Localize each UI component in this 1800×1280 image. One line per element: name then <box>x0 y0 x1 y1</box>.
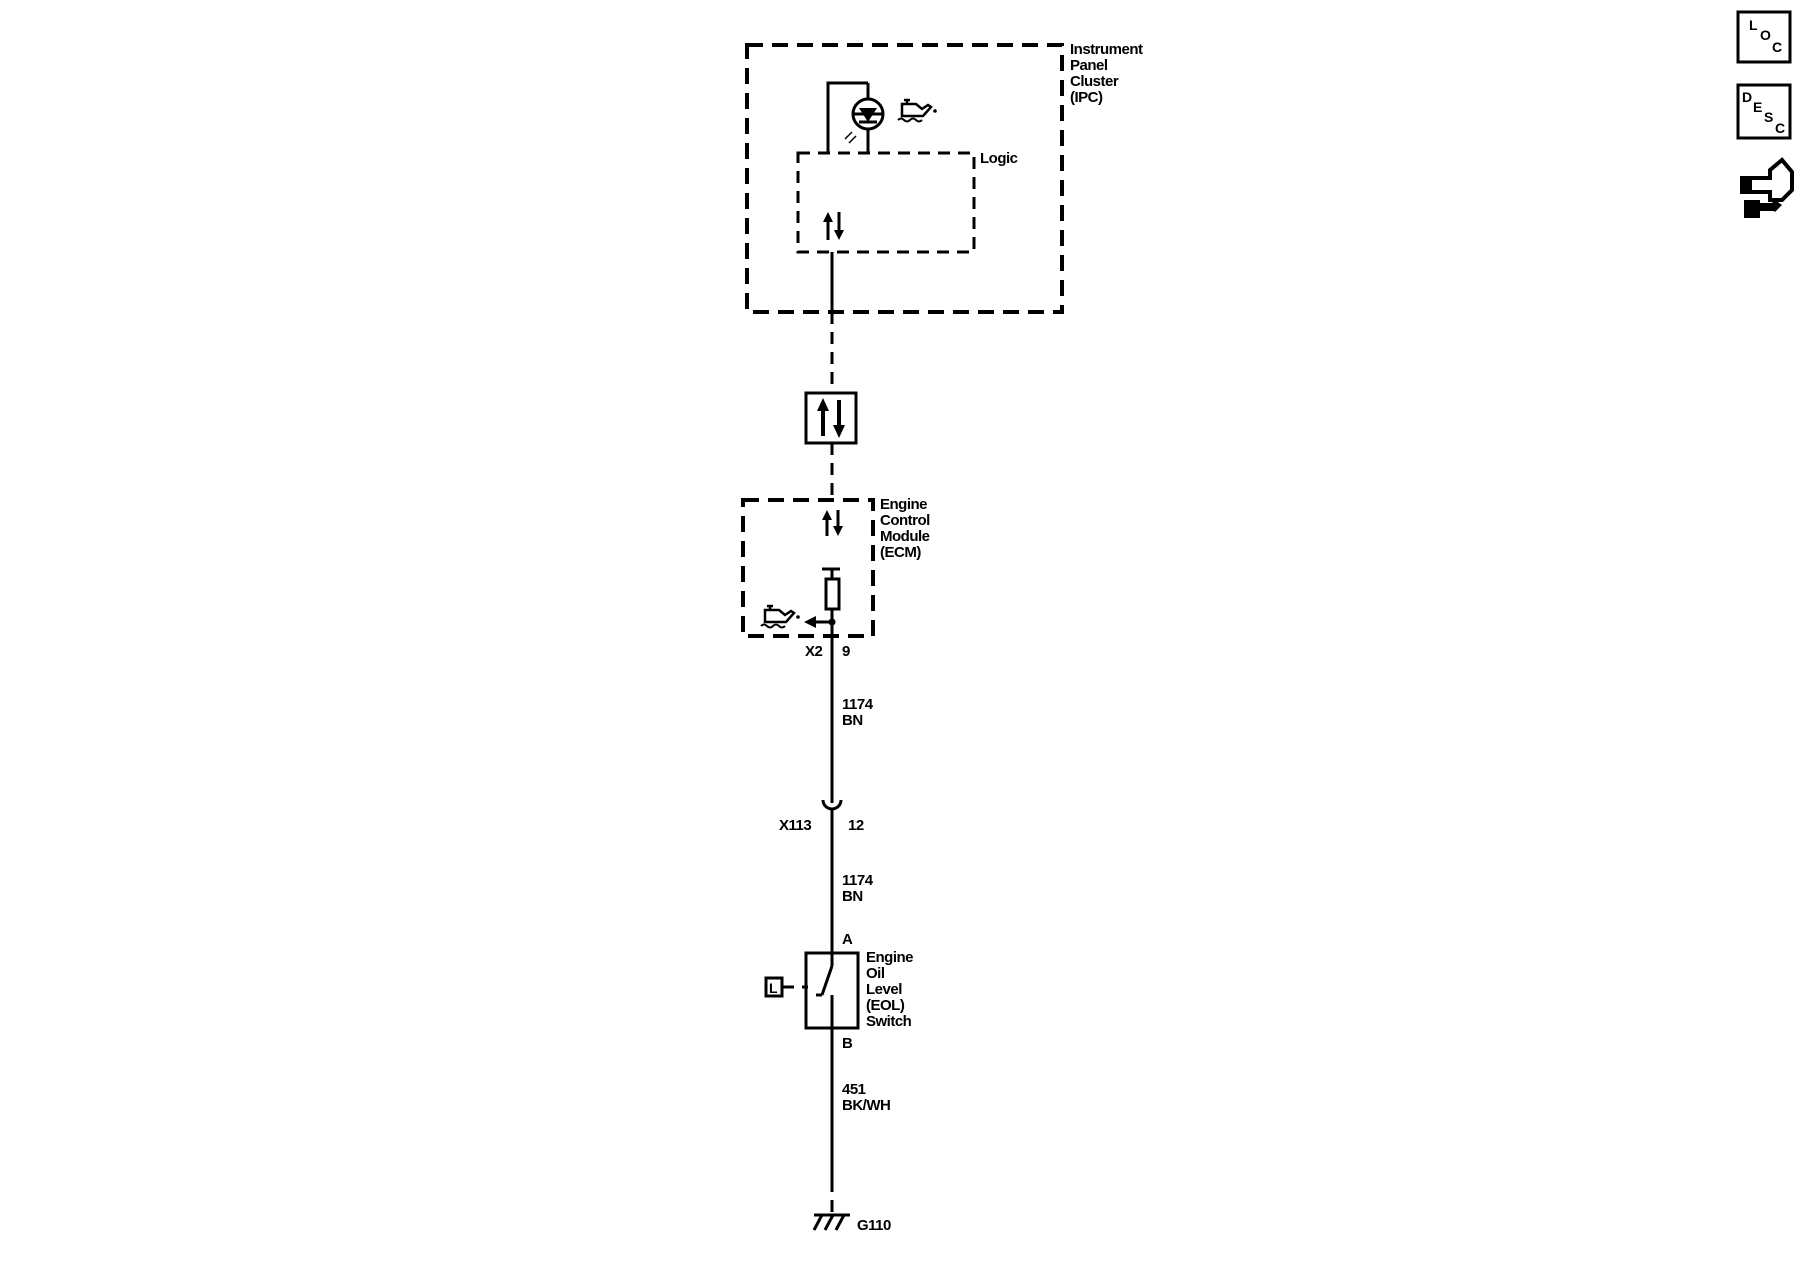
eol-switch-pin-b: B <box>842 1035 853 1052</box>
svg-text:C: C <box>1775 120 1785 136</box>
serial-data-arrows-icon <box>822 510 843 536</box>
connector-repair-icon[interactable] <box>1740 157 1794 218</box>
ipc-logic-label: Logic <box>980 150 1018 167</box>
svg-text:E: E <box>1753 99 1762 115</box>
svg-text:C: C <box>1772 39 1782 55</box>
ipc-module-name: Instrument Panel Cluster (IPC) <box>1070 41 1146 106</box>
wire-1174-upper-label: 1174 BN <box>842 696 876 729</box>
eol-switch[interactable]: A L Engine Oil Level (EOL) Switch B <box>764 931 917 1052</box>
svg-text:O: O <box>1760 27 1771 43</box>
ecm-module[interactable]: Engine Control Module (ECM) <box>741 496 934 638</box>
led-indicator-icon <box>826 81 885 153</box>
wire-451-label: 451 BK/WH <box>842 1081 890 1114</box>
pull-up-resistor <box>804 567 841 628</box>
ecm-module-outline <box>741 498 875 638</box>
eol-switch-pin-a: A <box>842 931 853 948</box>
serial-data-arrows-icon <box>823 212 844 240</box>
ecm-connector-label: X2 <box>805 643 823 660</box>
locator-icon: L <box>764 976 784 998</box>
ecm-module-name: Engine Control Module (ECM) <box>880 496 934 561</box>
description-view-icon[interactable]: D E S C <box>1736 83 1792 140</box>
ipc-module[interactable]: Instrument Panel Cluster (IPC) <box>745 41 1146 314</box>
x113-connector-label: X113 <box>779 817 811 834</box>
location-view-icon[interactable]: L O C <box>1736 10 1792 64</box>
svg-text:L: L <box>769 980 778 996</box>
wire-1174-lower-label: 1174 BN <box>842 872 876 905</box>
serial-data-bus-icon[interactable] <box>804 391 858 445</box>
x113-pin-label: 12 <box>848 817 864 834</box>
oil-can-icon <box>897 98 937 123</box>
ipc-module-outline <box>745 43 1064 314</box>
svg-text:D: D <box>1742 89 1752 105</box>
ground-label: G110 <box>857 1217 891 1234</box>
svg-text:L: L <box>1749 17 1758 33</box>
oil-can-icon <box>760 604 800 629</box>
eol-switch-name: Engine Oil Level (EOL) Switch <box>866 949 917 1030</box>
ground-g110[interactable]: G110 <box>812 1213 892 1234</box>
ecm-pin-label: 9 <box>842 643 850 660</box>
ground-icon <box>812 1213 850 1231</box>
svg-text:S: S <box>1764 109 1773 125</box>
ipc-logic-block: Logic <box>796 150 1018 254</box>
